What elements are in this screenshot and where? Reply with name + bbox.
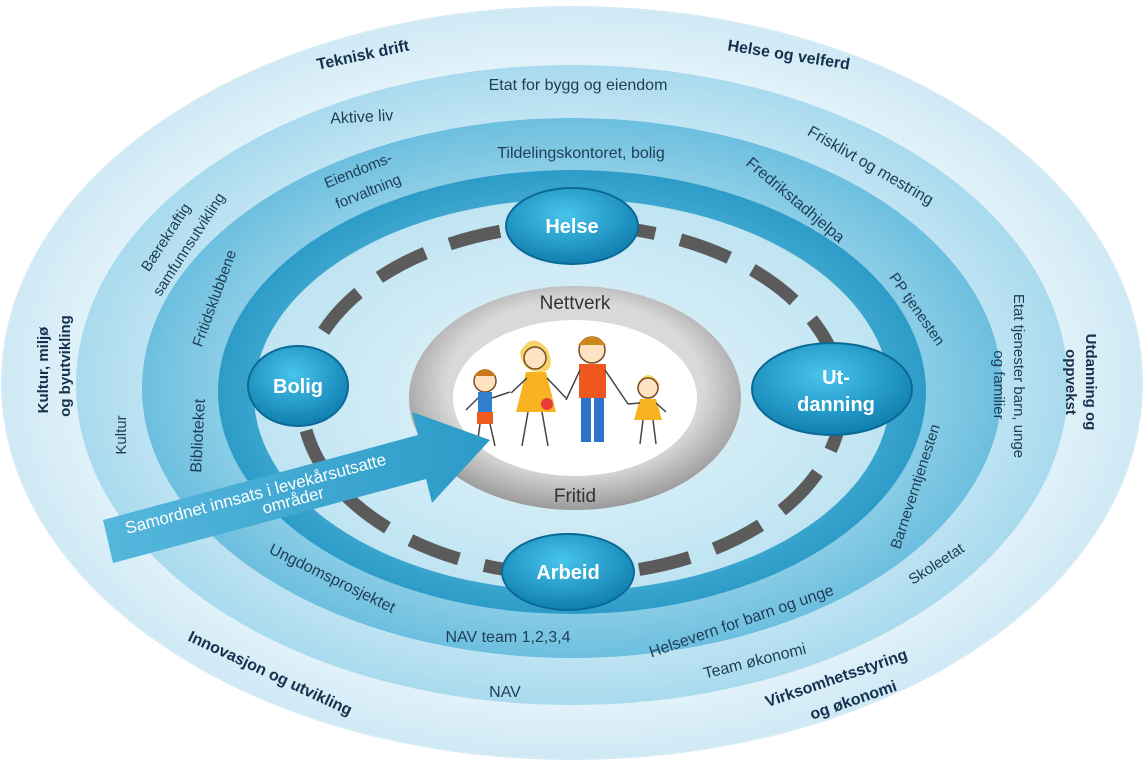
node-bolig: Bolig bbox=[247, 345, 349, 427]
node-utdanning: Ut- danning bbox=[751, 342, 913, 436]
child-figure-icon bbox=[465, 369, 511, 447]
node-label-helse: Helse bbox=[545, 216, 598, 238]
label-nav: NAV bbox=[489, 684, 521, 701]
label-etat-bygg: Etat for bygg og eiendom bbox=[489, 77, 668, 94]
node-label-arbeid: Arbeid bbox=[536, 562, 599, 584]
label-etat-tjenester-line2: og familier bbox=[990, 350, 1007, 419]
child-figure-icon bbox=[627, 375, 667, 445]
label-aktive-liv: Aktive liv bbox=[330, 107, 394, 127]
label-etat-tjenester-line1: Etat tjenester barn, unge bbox=[1010, 294, 1027, 458]
node-helse: Helse bbox=[505, 187, 639, 265]
label-nav-team: NAV team 1,2,3,4 bbox=[445, 629, 570, 646]
node-label-utdanning-2: danning bbox=[797, 394, 875, 416]
core-label-fritid: Fritid bbox=[554, 486, 596, 507]
node-label-utdanning-1: Ut- bbox=[822, 367, 850, 389]
core-label-nettverk: Nettverk bbox=[540, 293, 611, 314]
family-illustration bbox=[465, 336, 667, 447]
father-figure-icon bbox=[565, 336, 629, 442]
node-arbeid: Arbeid bbox=[501, 533, 635, 611]
label-kultur-line2: og byutvikling bbox=[57, 315, 74, 417]
core-white bbox=[453, 320, 697, 476]
label-tildeling: Tildelingskontoret, bolig bbox=[497, 145, 665, 162]
label-utdanning-line2: oppvekst bbox=[1062, 349, 1079, 415]
node-label-bolig: Bolig bbox=[273, 376, 323, 398]
mother-figure-icon bbox=[510, 340, 567, 447]
label-utdanning-line1: Utdanning og bbox=[1082, 334, 1099, 431]
label-kultur: Kultur bbox=[113, 415, 130, 454]
label-biblioteket: Biblioteket bbox=[188, 398, 209, 473]
label-kultur-line1: Kultur, miljø bbox=[35, 326, 52, 414]
